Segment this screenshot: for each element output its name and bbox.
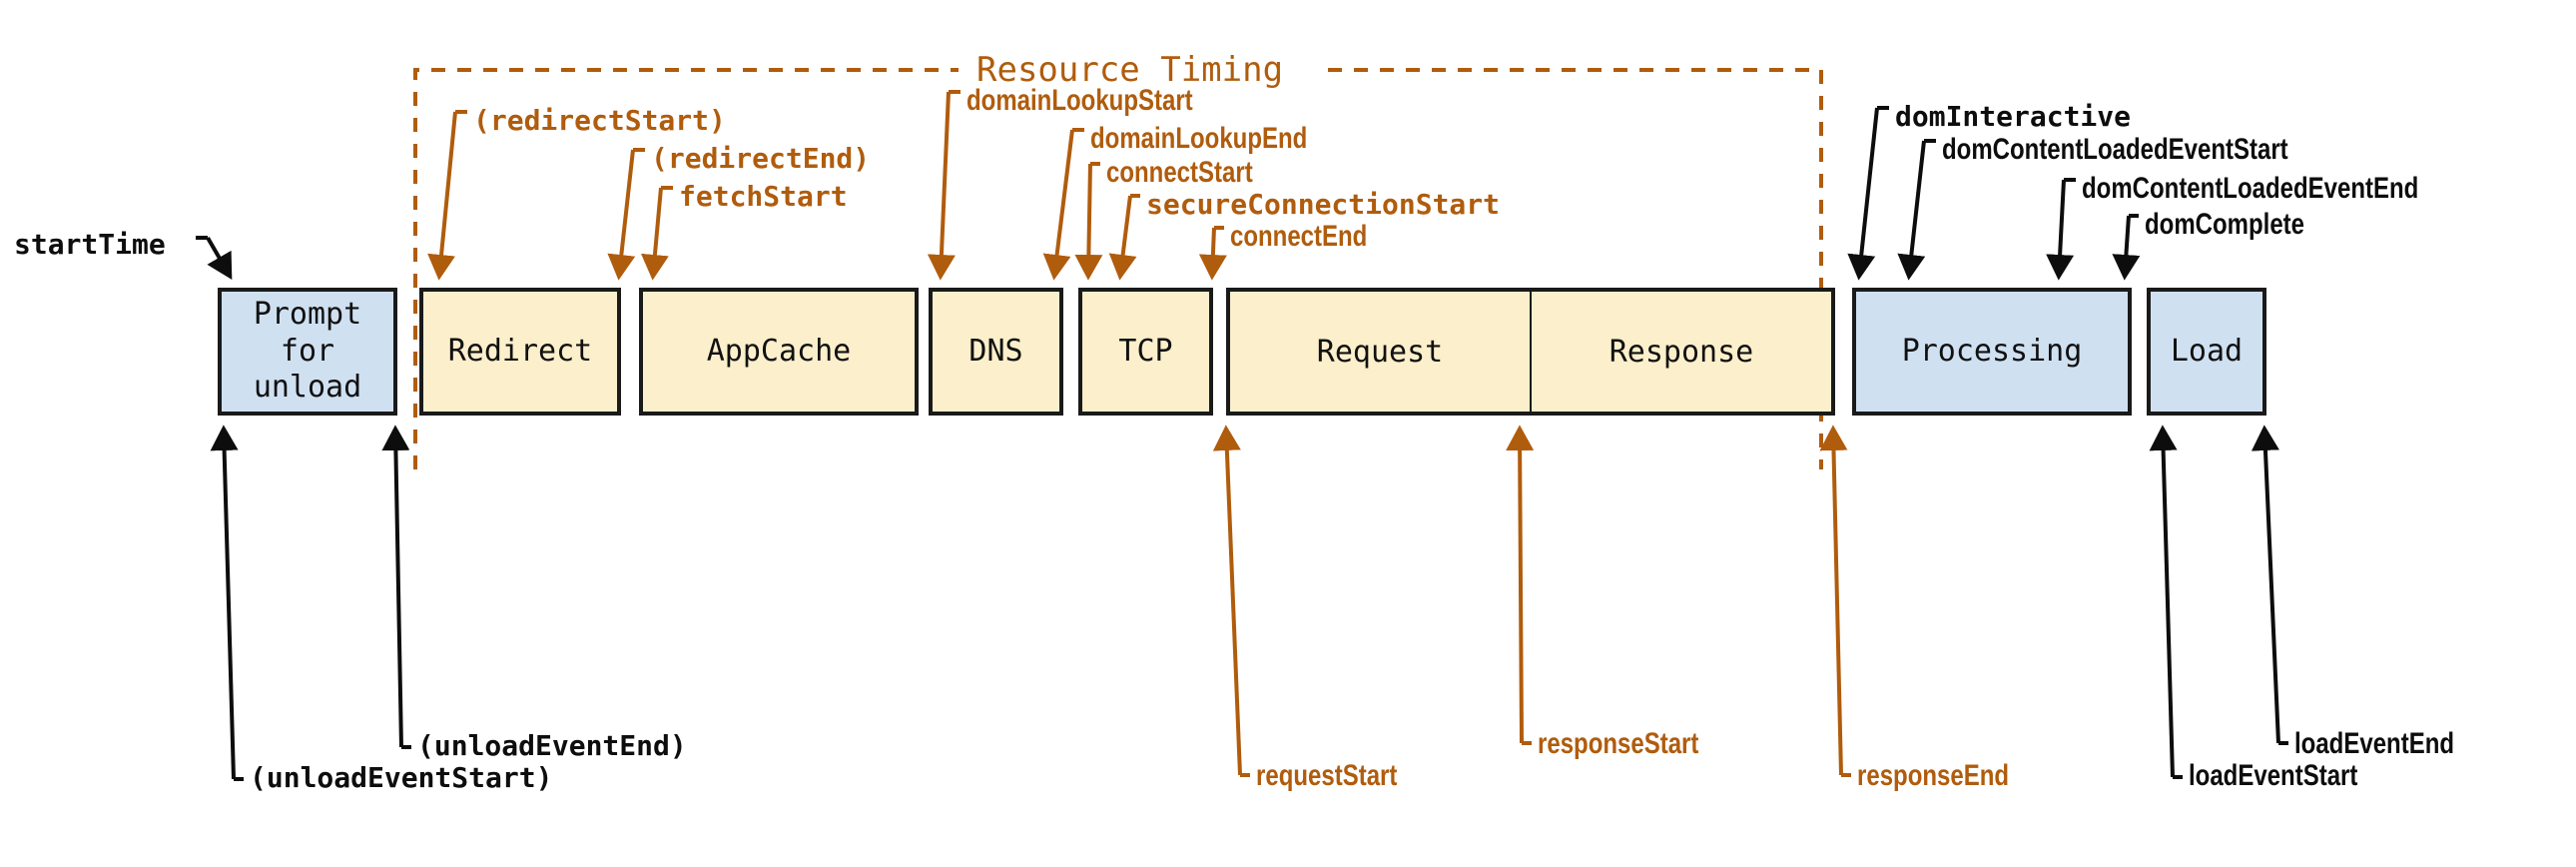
label-unload-event-end: (unloadEventEnd) xyxy=(417,729,687,762)
label-connect-end: connectEnd xyxy=(1230,220,1368,253)
label-fetch-start: fetchStart xyxy=(679,180,848,213)
phase-box-load[interactable]: Load xyxy=(2147,288,2266,416)
label-dom-content-loaded-event-start: domContentLoadedEventStart xyxy=(1942,133,2288,166)
phase-box-appcache[interactable]: AppCache xyxy=(639,288,919,416)
phase-box-dns[interactable]: DNS xyxy=(929,288,1063,416)
top-dark-leaders xyxy=(196,106,2141,281)
bottom-dark-leaders xyxy=(210,425,2288,781)
label-unload-event-start: (unloadEventStart) xyxy=(250,761,553,794)
label-load-event-start: loadEventStart xyxy=(2189,759,2358,792)
label-connect-start: connectStart xyxy=(1106,156,1253,189)
phase-box-request-response: Request Response xyxy=(1226,288,1835,416)
label-request-start: requestStart xyxy=(1256,759,1398,792)
label-redirect-start: (redirectStart) xyxy=(473,104,726,137)
label-response-end: responseEnd xyxy=(1857,759,2010,792)
label-load-event-end: loadEventEnd xyxy=(2294,727,2455,760)
label-redirect-end: (redirectEnd) xyxy=(651,142,871,175)
label-dom-content-loaded-event-end: domContentLoadedEventEnd xyxy=(2082,172,2419,205)
label-dom-interactive: domInteractive xyxy=(1895,100,2132,133)
phase-box-response[interactable]: Response xyxy=(1530,292,1831,412)
phase-box-processing[interactable]: Processing xyxy=(1852,288,2132,416)
resource-timing-title: Resource Timing xyxy=(961,50,1300,90)
label-start-time: startTime xyxy=(14,228,166,261)
phase-box-request[interactable]: Request xyxy=(1316,334,1444,370)
label-domain-lookup-start: domainLookupStart xyxy=(966,84,1193,117)
label-response-start: responseStart xyxy=(1538,727,1699,760)
label-domain-lookup-end: domainLookupEnd xyxy=(1090,122,1308,155)
top-orange-leaders xyxy=(427,90,1227,281)
phase-box-tcp[interactable]: TCP xyxy=(1078,288,1213,416)
phase-box-prompt-for-unload[interactable]: Prompt for unload xyxy=(218,288,397,416)
label-secure-connection-start: secureConnectionStart xyxy=(1146,188,1501,221)
phase-box-redirect[interactable]: Redirect xyxy=(419,288,621,416)
bottom-orange-leaders xyxy=(1212,425,1851,777)
label-dom-complete: domComplete xyxy=(2145,208,2305,241)
